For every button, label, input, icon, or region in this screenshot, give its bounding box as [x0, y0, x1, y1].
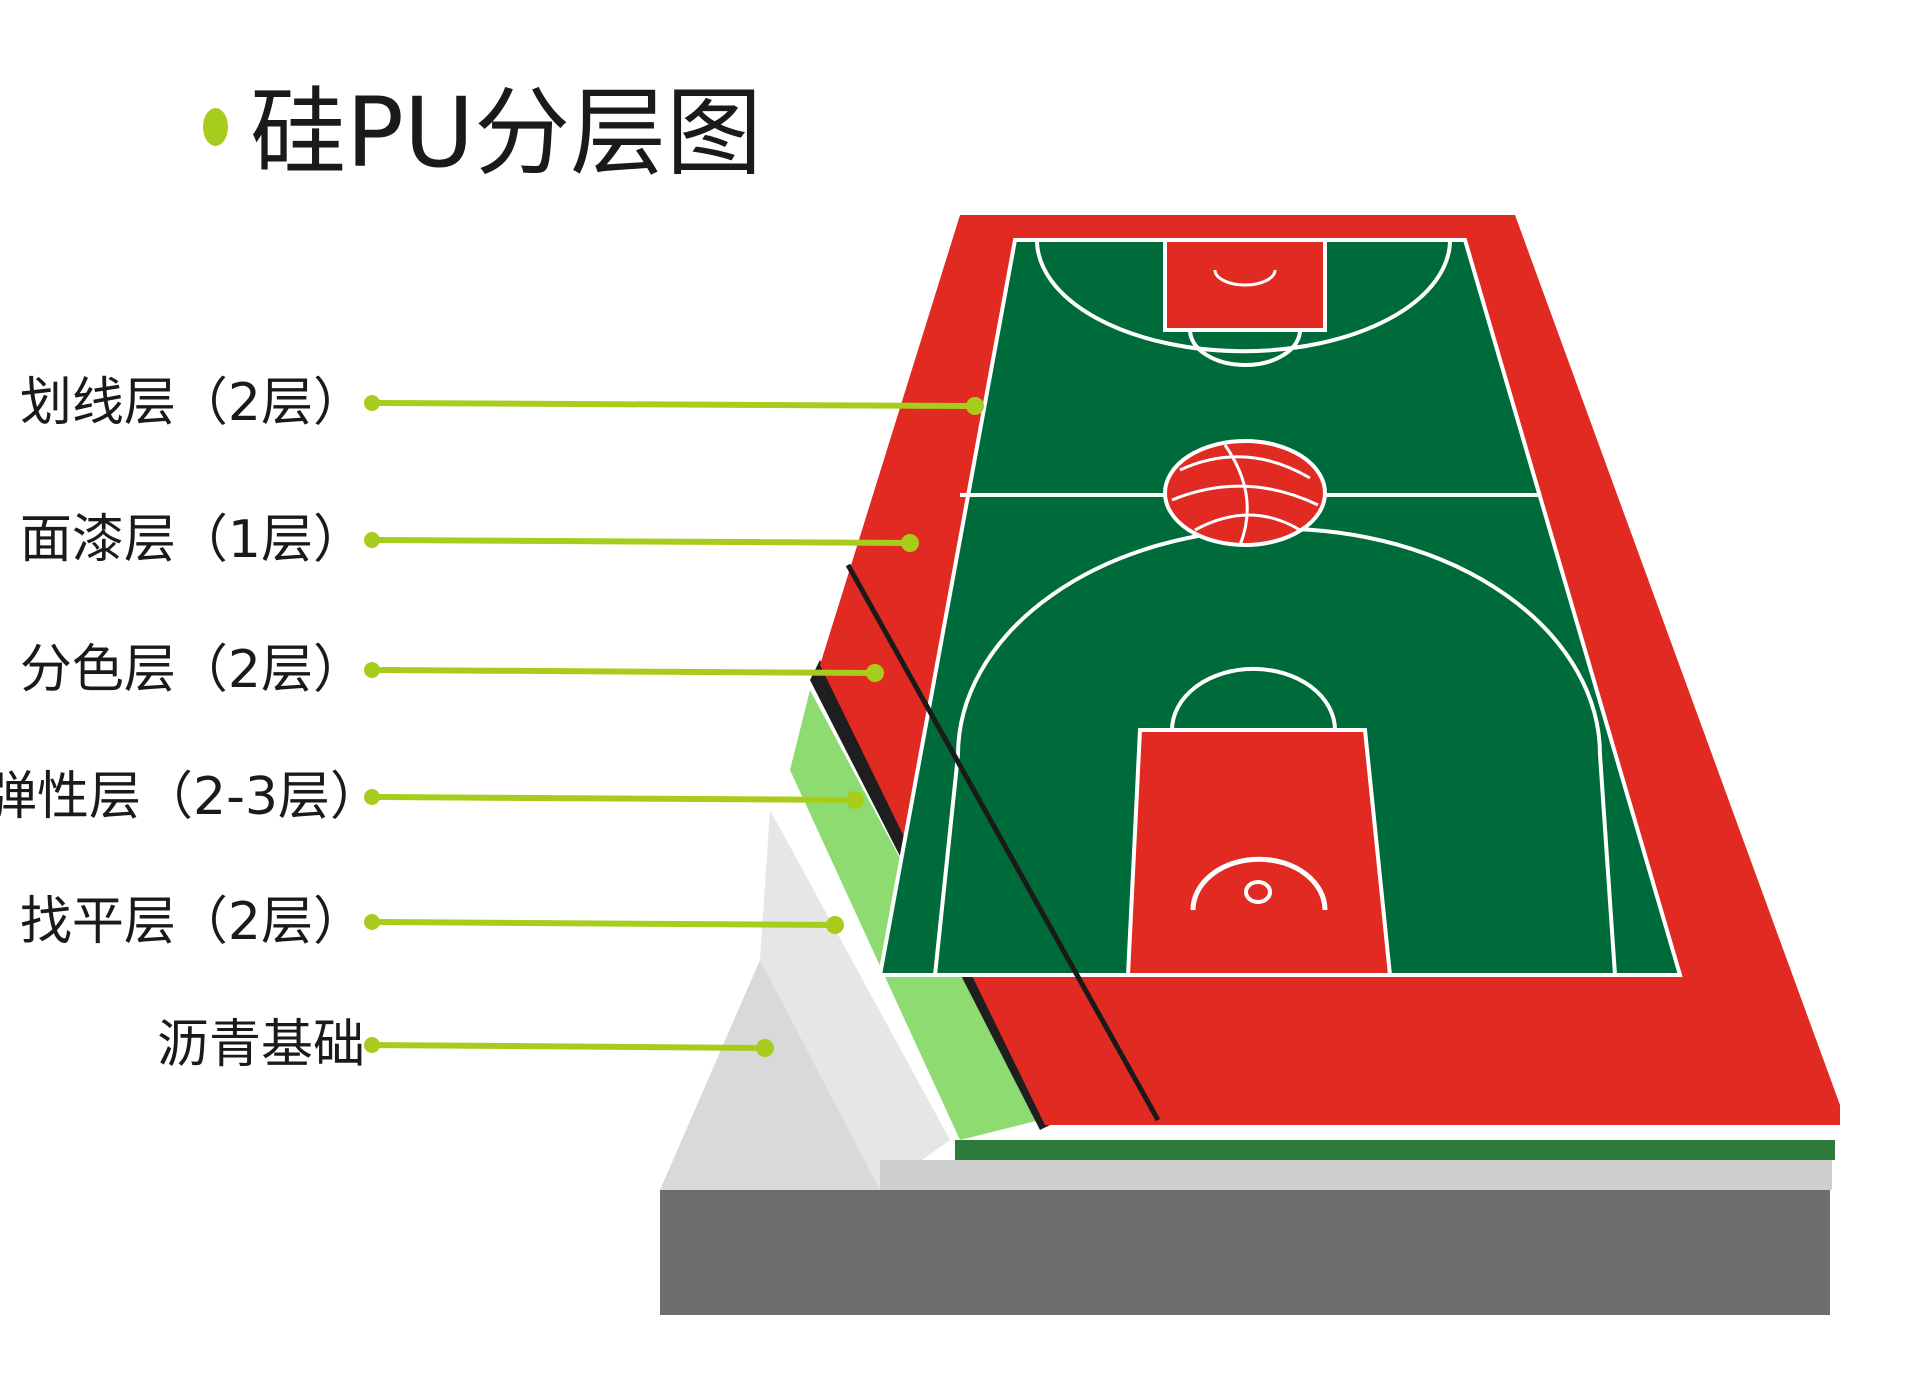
bottom-key	[1125, 728, 1393, 977]
title-bullet	[203, 108, 228, 146]
layer-label-elastic: 弹性层（2-3层）	[0, 767, 382, 827]
bottom-restricted-arc	[1190, 856, 1328, 911]
court-green-field	[880, 240, 1680, 975]
bottom-basket-icon	[1244, 880, 1272, 904]
basketball-icon	[1171, 444, 1319, 546]
leader-dots	[364, 395, 984, 1057]
layer-label-asphalt: 沥青基础	[156, 1015, 365, 1075]
layer-label-leveling: 找平层（2层）	[19, 892, 365, 952]
leader-lines	[371, 400, 976, 1051]
top-basket-arc	[1213, 269, 1277, 287]
top-free-throw-arc	[1188, 329, 1302, 367]
color-layer-band	[955, 1140, 1835, 1160]
layer-label-marking: 划线层（2层）	[19, 373, 365, 433]
page-title: 硅PU分层图	[250, 77, 763, 189]
bottom-free-throw-arc	[1170, 666, 1337, 731]
layer-label-topcoat: 面漆层（1层）	[19, 510, 365, 570]
leveling-layer-top-strip	[880, 1160, 1832, 1190]
layer-cut-line	[845, 563, 1161, 1122]
leveling-layer-side	[760, 810, 950, 1190]
layer-label-color: 分色层（2层）	[19, 640, 365, 700]
asphalt-base-front	[660, 1190, 1830, 1315]
